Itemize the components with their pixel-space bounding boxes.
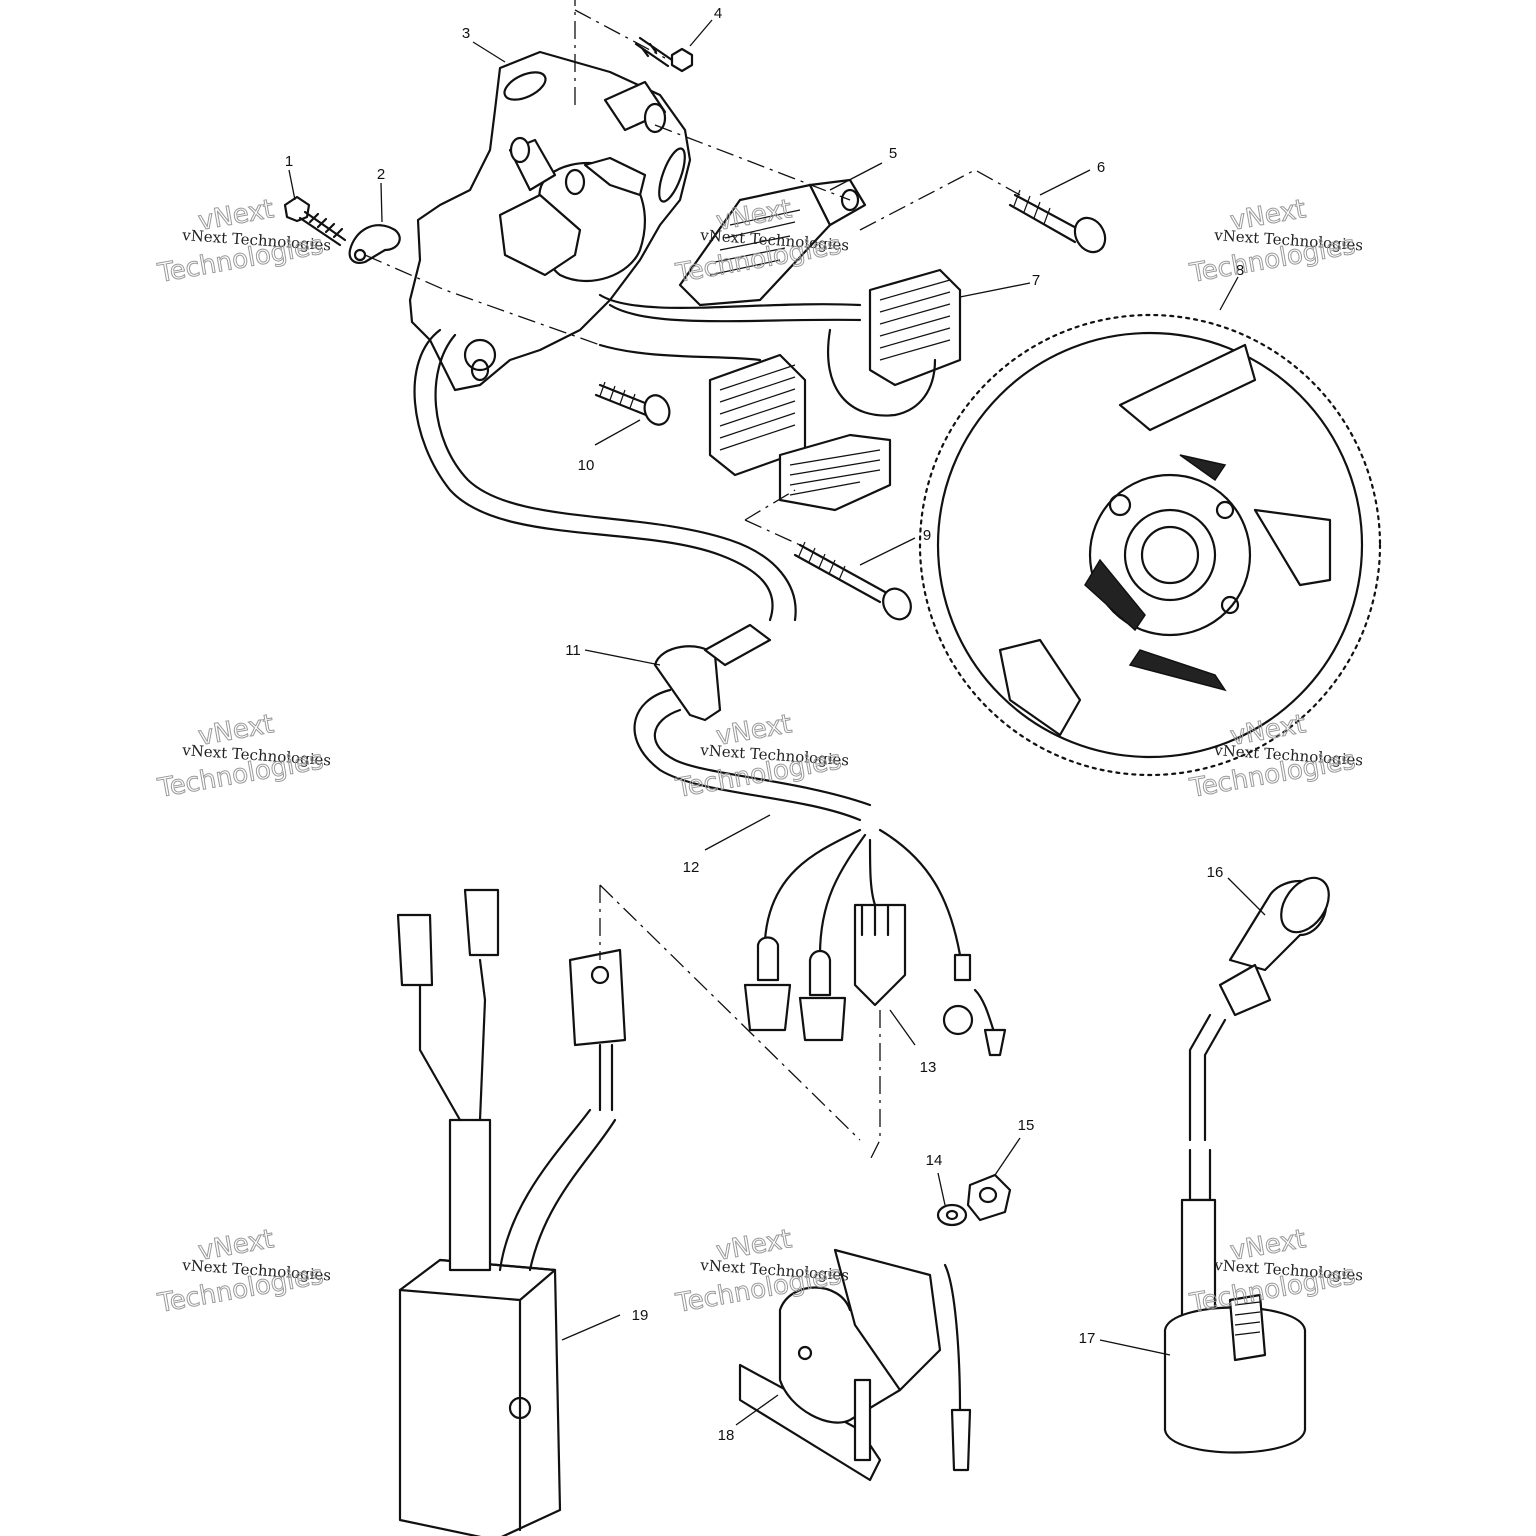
watermark-tr: vNext vNext Technologies Technologies	[1187, 194, 1364, 290]
callout-7: 7	[1032, 272, 1040, 289]
callout-19: 19	[632, 1307, 649, 1324]
screw-10	[594, 381, 671, 426]
washer	[936, 1203, 968, 1227]
grommet	[653, 623, 772, 722]
nut	[966, 1173, 1012, 1222]
callout-14: 14	[926, 1152, 943, 1169]
stator-coil-assembly	[708, 268, 962, 512]
callout-18: 18	[718, 1427, 735, 1444]
callout-labels: 1 2 3 4 5 6 7 8 9 10 11 12 13 14 15 16 1…	[285, 5, 1244, 1444]
stator-wire-harness	[413, 293, 862, 622]
leader-lines	[288, 19, 1266, 1426]
watermark-ml: vNext vNext Technologies Technologies	[155, 709, 332, 805]
callout-1: 1	[285, 153, 293, 170]
callout-15: 15	[1018, 1117, 1035, 1134]
watermark-bl: vNext vNext Technologies Technologies	[155, 1224, 332, 1320]
callout-12: 12	[683, 859, 700, 876]
callout-9: 9	[923, 527, 931, 544]
assembly-lines	[364, 0, 1021, 1161]
ignition-coil	[1163, 1013, 1307, 1454]
callout-4: 4	[714, 5, 722, 22]
callout-16: 16	[1207, 864, 1224, 881]
ignition-coil-on-plate	[498, 136, 647, 283]
cdi-box	[396, 888, 627, 1536]
flywheel	[918, 313, 1382, 777]
callout-10: 10	[578, 457, 595, 474]
screw-1	[283, 195, 347, 247]
wire-harness	[633, 688, 962, 957]
callout-8: 8	[1236, 262, 1244, 279]
callout-11: 11	[565, 642, 581, 659]
callout-17: 17	[1079, 1330, 1096, 1347]
callout-2: 2	[377, 166, 385, 183]
pickup-coil	[678, 178, 867, 307]
connector-set	[743, 903, 1007, 1057]
starter-solenoid	[738, 1248, 972, 1482]
clamp-2	[348, 224, 401, 264]
screw-4	[634, 36, 694, 73]
watermark-mc: vNext vNext Technologies Technologies	[673, 709, 850, 805]
callout-3: 3	[462, 25, 470, 42]
callout-5: 5	[889, 145, 897, 162]
callout-13: 13	[920, 1059, 937, 1076]
screw-9	[793, 541, 912, 621]
screw-6	[1008, 189, 1107, 254]
watermark-mr: vNext vNext Technologies Technologies	[1187, 709, 1364, 805]
callout-6: 6	[1097, 159, 1105, 176]
spark-plug-cap	[1218, 876, 1330, 1017]
